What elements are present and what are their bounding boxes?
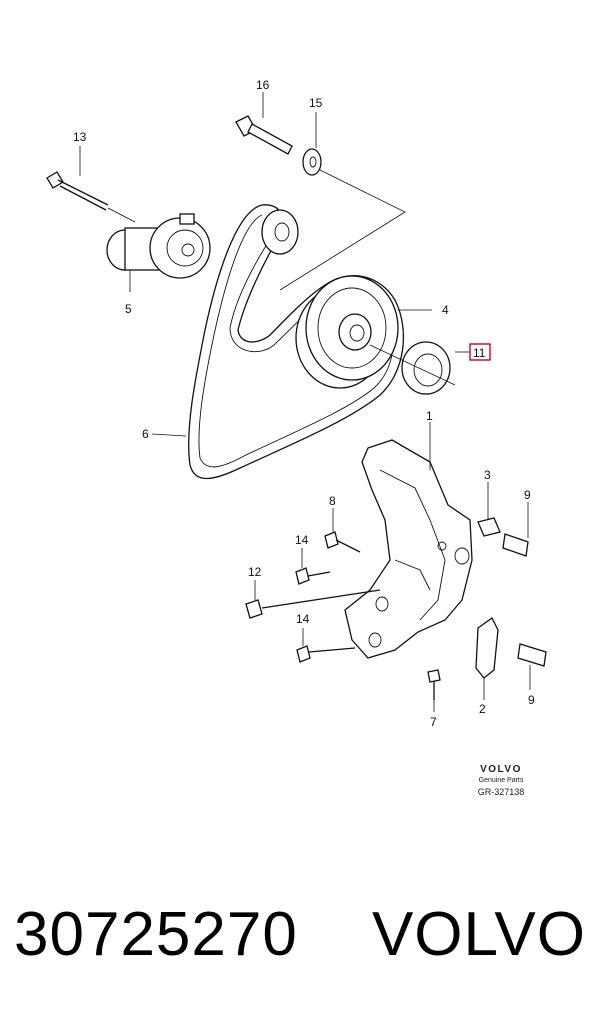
highlight-box-11 — [469, 343, 491, 361]
callout-9-upper: 9 — [524, 488, 531, 502]
bolt-9-lower — [517, 643, 547, 690]
bolt-14-lower — [296, 628, 356, 663]
bolt-14-upper — [295, 548, 331, 585]
callout-1: 1 — [426, 409, 433, 423]
callout-6: 6 — [142, 427, 149, 441]
bolt-8 — [324, 508, 361, 553]
watermark-reference: GR-327138 — [478, 787, 525, 797]
callout-4: 4 — [442, 303, 449, 317]
watermark-subtitle: Genuine Parts — [479, 777, 524, 784]
callout-2: 2 — [479, 702, 486, 716]
bolt-9-upper — [502, 502, 529, 557]
callout-14-lower: 14 — [296, 612, 310, 626]
pulley-cover — [369, 341, 456, 395]
belt-tensioner — [106, 213, 211, 292]
callout-9-lower: 9 — [528, 693, 535, 707]
callout-11: 11 — [473, 346, 486, 360]
brand-name: VOLVO — [371, 900, 586, 969]
belt-drive-exploded-diagram: 1 2 3 4 5 6 7 8 9 9 11 12 13 14 14 15 16… — [46, 78, 547, 797]
callout-15: 15 — [309, 96, 323, 110]
mounting-bracket — [344, 422, 473, 659]
callout-8: 8 — [329, 494, 336, 508]
callout-14-upper: 14 — [295, 533, 309, 547]
callout-12: 12 — [248, 565, 262, 579]
idler-pulley — [261, 209, 299, 255]
drive-belt — [188, 204, 405, 480]
main-pulley — [295, 275, 399, 389]
callout-16: 16 — [256, 78, 270, 92]
washer-15 — [279, 112, 406, 291]
callout-3: 3 — [484, 468, 491, 482]
watermark-brand: VOLVO — [480, 764, 522, 775]
product-footer: 30725270 VOLVO — [0, 895, 600, 975]
sleeve-3 — [477, 482, 501, 537]
bolt-16 — [235, 92, 293, 155]
bolt-7 — [427, 669, 441, 712]
callout-13: 13 — [73, 130, 87, 144]
callout-5: 5 — [125, 302, 132, 316]
callout-7: 7 — [430, 715, 437, 729]
bolt-12 — [245, 580, 381, 619]
volvo-watermark: VOLVO Genuine Parts GR-327138 — [478, 764, 525, 797]
part-number: 30725270 — [14, 900, 298, 969]
bolt-13 — [46, 146, 136, 223]
bracket-clip — [475, 617, 499, 700]
